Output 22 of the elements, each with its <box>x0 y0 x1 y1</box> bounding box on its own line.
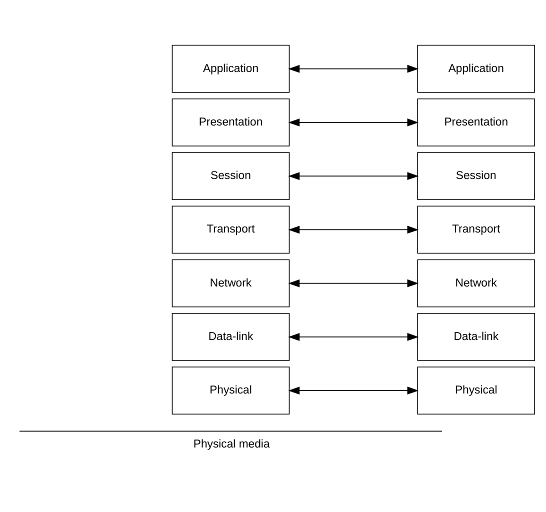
arrow <box>288 278 419 287</box>
node-box: Physical <box>172 366 290 414</box>
arrow <box>288 64 419 72</box>
node-box: Session <box>417 152 536 200</box>
arrow <box>288 332 419 340</box>
node-box: Data-link <box>172 312 290 360</box>
node-box: Network <box>417 258 536 307</box>
node-box: Session <box>172 152 290 200</box>
node-box: Physical <box>417 366 536 414</box>
node-box: Transport <box>172 205 290 254</box>
node-box: Data-link <box>417 312 536 360</box>
node-box: Application <box>172 44 290 92</box>
node-box: Application <box>417 44 536 92</box>
arrow <box>288 225 419 234</box>
node-box: Presentation <box>172 98 290 146</box>
arrow <box>288 172 419 180</box>
arrow <box>288 386 419 394</box>
label: Physical media <box>193 438 270 450</box>
node-box: Presentation <box>417 98 536 146</box>
node-box: Transport <box>417 205 536 254</box>
arrow <box>288 118 419 126</box>
node-box: Network <box>172 258 290 307</box>
